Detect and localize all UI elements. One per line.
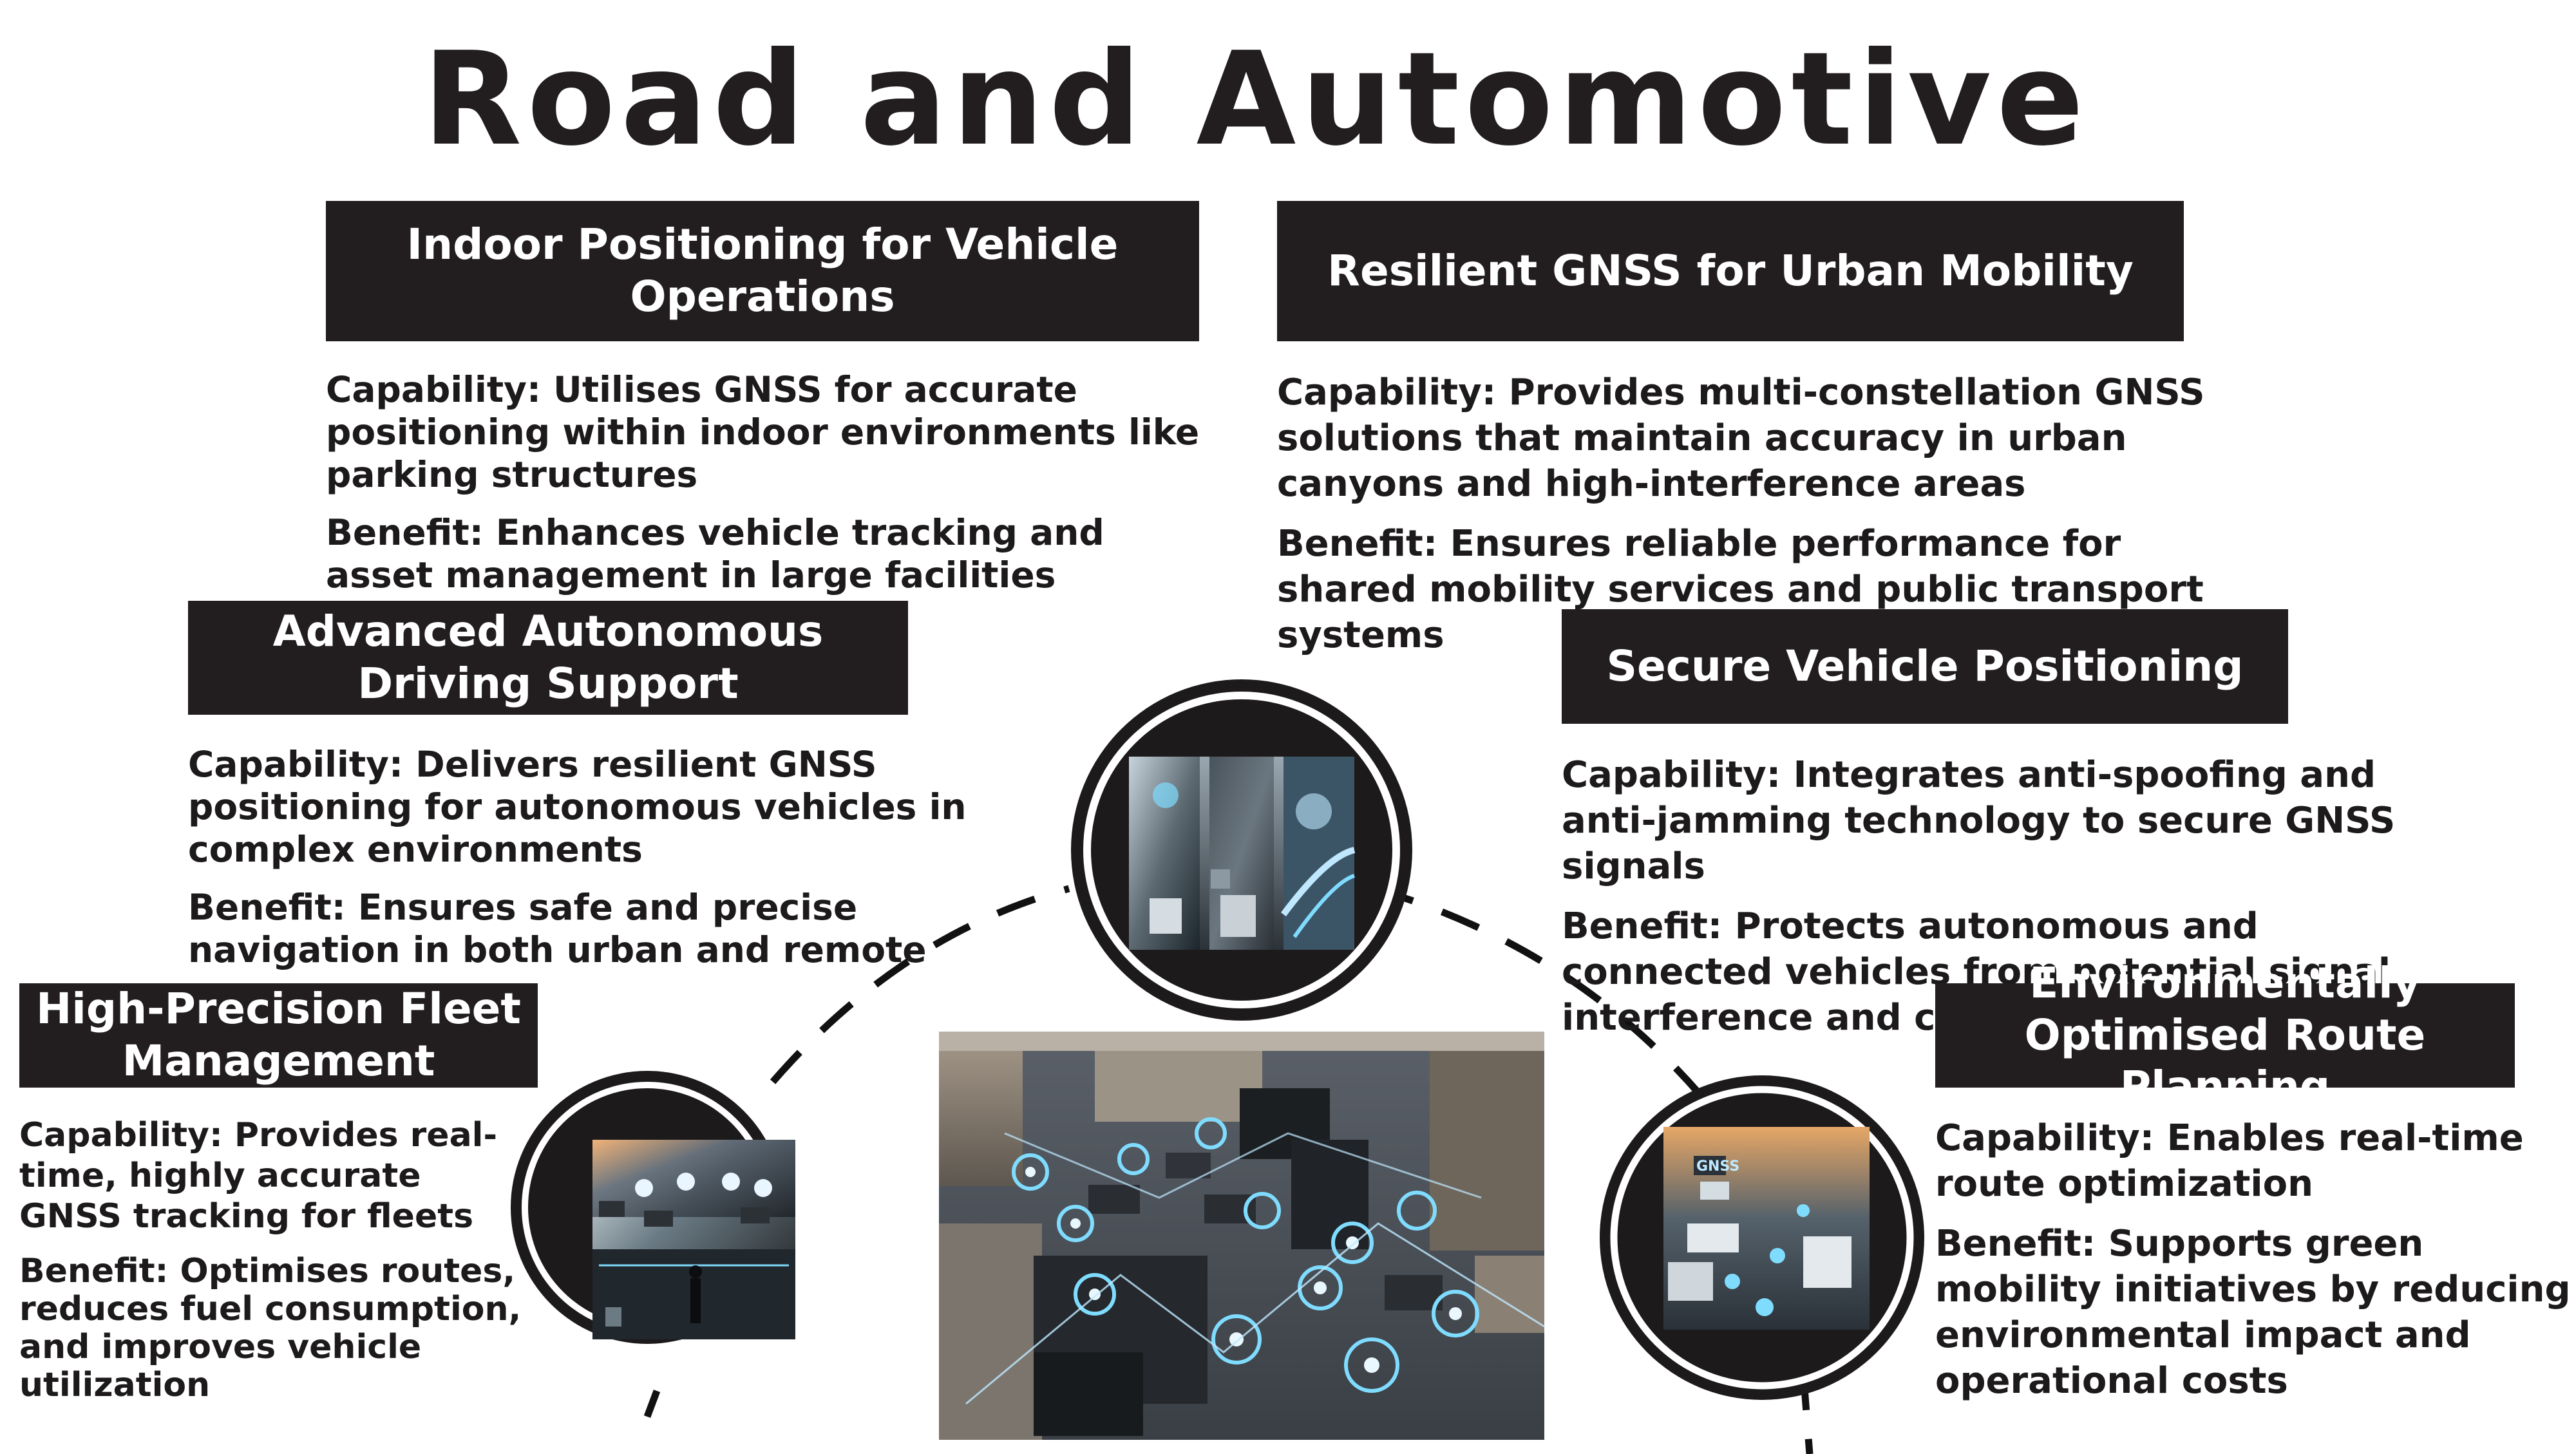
route-description: Capability: Enables real-time route opti… <box>1935 1115 2573 1419</box>
secure-description: Capability: Integrates anti-spoofing and… <box>1562 752 2418 1056</box>
fleet-description: Capability: Provides real-time, highly a… <box>19 1115 535 1420</box>
fleet-capability: Capability: Provides real-time, highly a… <box>19 1116 498 1236</box>
indoor-benefit: Benefit: Enhances vehicle tracking and a… <box>326 512 1104 596</box>
fleet-benefit: Benefit: Optimises routes, reduces fuel … <box>19 1252 522 1404</box>
resilient-benefit: Benefit: Ensures reliable performance fo… <box>1277 523 2204 656</box>
resilient-description: Capability: Provides multi-constellation… <box>1277 370 2262 674</box>
heading-route-planning: Environmentally Optimised Route Planning <box>1935 958 2515 1111</box>
heading-indoor-positioning: Indoor Positioning for Vehicle Operation… <box>326 201 1199 341</box>
route-benefit: Benefit: Supports green mobility initiat… <box>1935 1223 2571 1402</box>
route-capability: Capability: Enables real-time route opti… <box>1935 1117 2524 1205</box>
page-title: Road and Automotive <box>422 24 2089 175</box>
indoor-description: Capability: Utilises GNSS for accurate p… <box>326 368 1227 612</box>
heading-resilient-gnss: Resilient GNSS for Urban Mobility <box>1277 201 2184 341</box>
resilient-capability: Capability: Provides multi-constellation… <box>1277 372 2205 505</box>
indoor-capability: Capability: Utilises GNSS for accurate p… <box>326 369 1200 495</box>
heading-secure-positioning: Secure Vehicle Positioning <box>1562 609 2288 724</box>
heading-fleet-management: High-Precision Fleet Management <box>19 983 538 1088</box>
heading-autonomous-driving: Advanced Autonomous Driving Support <box>188 601 908 715</box>
secure-capability: Capability: Integrates anti-spoofing and… <box>1562 754 2396 887</box>
autonomous-capability: Capability: Delivers resilient GNSS posi… <box>188 744 967 870</box>
